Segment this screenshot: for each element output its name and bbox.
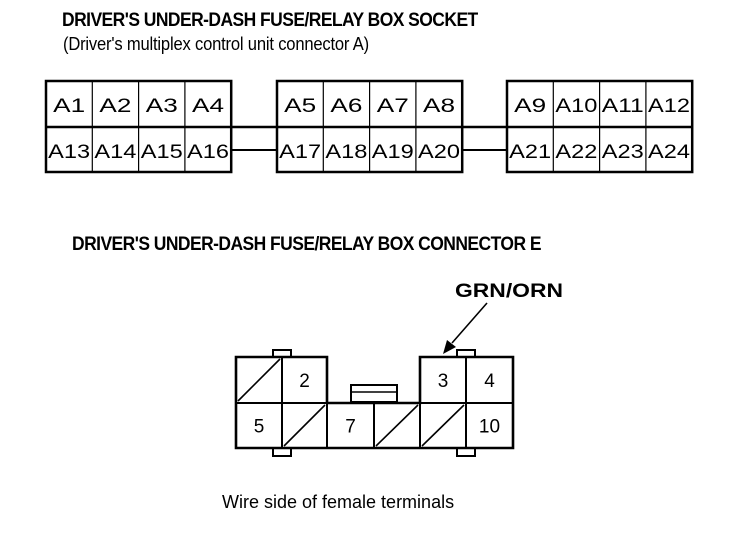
- connector-e-outline: [234, 355, 515, 450]
- terminal-A4: A4: [192, 96, 225, 117]
- terminal-A8: A8: [423, 96, 455, 117]
- connector-e-title: DRIVER'S UNDER-DASH FUSE/RELAY BOX CONNE…: [72, 234, 541, 255]
- terminal-number: 5: [254, 417, 265, 438]
- callout-label: GRN/ORN: [455, 281, 563, 302]
- terminal-number: 3: [438, 371, 449, 392]
- terminal-cavity-2: 2: [281, 356, 328, 404]
- unused-slash: [237, 358, 281, 402]
- terminal-A2: A2: [99, 96, 131, 117]
- terminal-number: 10: [479, 417, 500, 438]
- terminal-cavity-3: 3: [419, 356, 467, 404]
- terminal-A9: A9: [514, 96, 546, 117]
- terminal-A11: A11: [602, 96, 644, 117]
- unused-cavity: [373, 402, 421, 449]
- terminal-cavity-7: 7: [326, 402, 375, 449]
- unused-slash: [283, 404, 326, 447]
- terminal-number: 2: [299, 371, 310, 392]
- terminal-A7: A7: [377, 96, 409, 117]
- terminal-cavity-5: 5: [235, 402, 283, 449]
- terminal-A21: A21: [509, 142, 551, 163]
- unused-slash: [421, 404, 465, 447]
- terminal-A16: A16: [187, 142, 229, 163]
- terminal-A19: A19: [372, 142, 414, 163]
- terminal-A18: A18: [325, 142, 367, 163]
- terminal-A12: A12: [648, 96, 690, 117]
- cavity-outline: [465, 402, 514, 449]
- terminal-number: 4: [484, 371, 495, 392]
- terminal-A24: A24: [648, 142, 691, 163]
- callout-arrowhead: [443, 340, 456, 354]
- terminal-A15: A15: [141, 142, 183, 163]
- terminal-A14: A14: [94, 142, 137, 163]
- unused-cavity: [235, 356, 283, 404]
- socket-subtitle: (Driver's multiplex control unit connect…: [63, 34, 369, 54]
- terminal-A20: A20: [418, 142, 460, 163]
- terminal-A23: A23: [602, 142, 644, 163]
- connector-caption: Wire side of female terminals: [222, 492, 455, 512]
- center-lock-tab: [350, 384, 398, 403]
- unused-cavity: [419, 402, 467, 449]
- terminal-A22: A22: [555, 142, 597, 163]
- terminal-A10: A10: [555, 96, 597, 117]
- terminal-A5: A5: [284, 96, 316, 117]
- unused-cavity: [281, 402, 328, 449]
- terminal-cavity-10: 10: [465, 402, 514, 449]
- terminal-A17: A17: [279, 142, 321, 163]
- terminal-number: 7: [345, 417, 356, 438]
- callout-arrow-line: [451, 302, 488, 344]
- unused-slash: [375, 404, 419, 447]
- terminal-A1: A1: [53, 96, 85, 117]
- terminal-A3: A3: [146, 96, 178, 117]
- terminal-A6: A6: [330, 96, 362, 117]
- terminal-A13: A13: [48, 142, 90, 163]
- socket-title: DRIVER'S UNDER-DASH FUSE/RELAY BOX SOCKE…: [62, 10, 478, 31]
- terminal-cavity-4: 4: [465, 356, 514, 404]
